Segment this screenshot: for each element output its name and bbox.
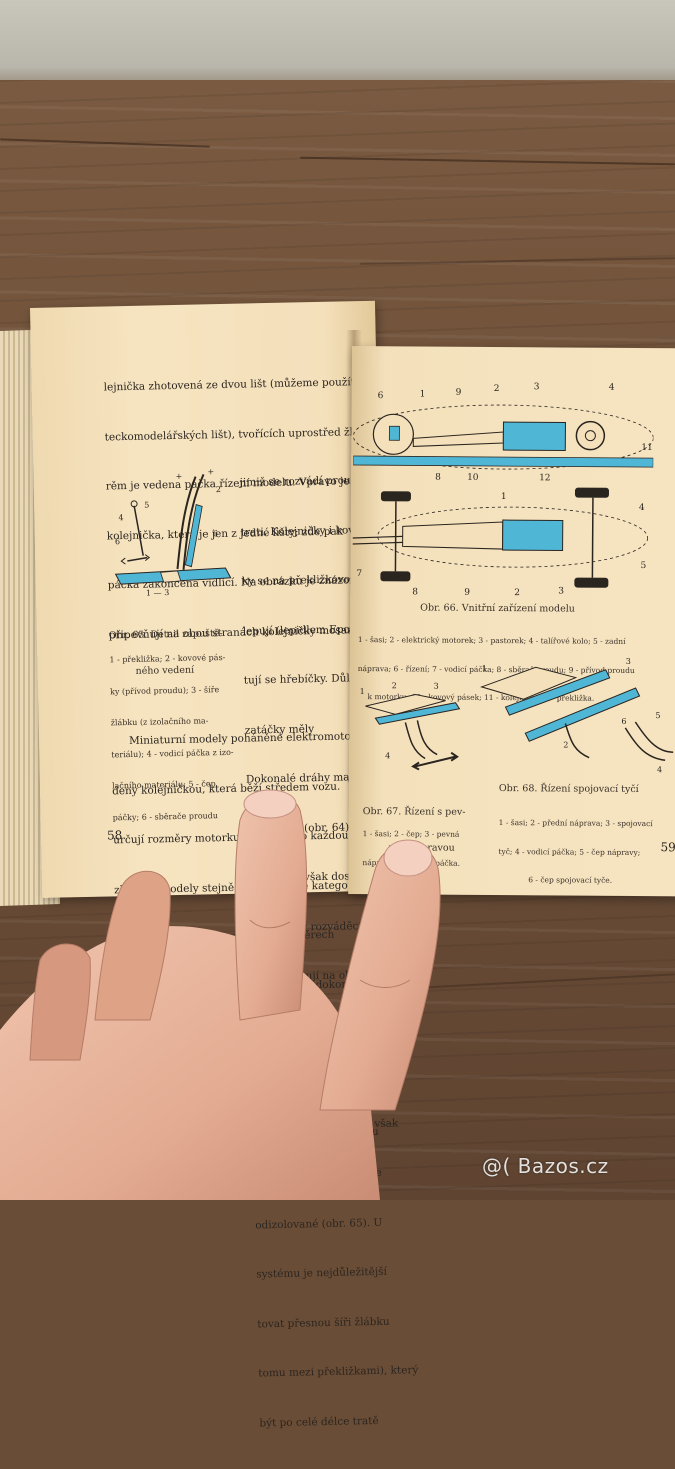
legend-line: 1 - šasi; 2 - elektrický motorek; 3 - pa… [358,635,635,646]
left-page: lejnička zhotovená ze dvou lišt (můžeme … [30,301,387,898]
svg-text:3: 3 [434,682,439,691]
text-line: modelu s naznačenou montáží motorku, pře… [119,1123,417,1146]
text-line: vodního automobilu a přesným provedením … [117,1024,415,1047]
svg-text:6: 6 [115,537,120,546]
wood-grain [420,973,675,988]
svg-text:4: 4 [609,383,615,393]
svg-text:11: 11 [641,443,653,453]
legend-line: náprava; 4 - vodicí páčka. [362,858,460,868]
right-page-number: 59 [660,840,675,854]
svg-text:7: 7 [356,569,362,579]
legend-line: 1 - šasi; 2 - přední náprava; 3 - spojov… [499,818,653,829]
svg-text:5: 5 [144,501,149,510]
legend-line: 1 - překližka; 2 - kovové pás- [109,653,231,666]
svg-text:+: + [175,472,182,481]
svg-text:4: 4 [385,751,390,760]
figure-65-diagram: 5 4 6 + + 2 6 1 — 3 [103,444,236,597]
figure-67-legend: 1 - šasi; 2 - čep; 3 - pevná náprava; 4 … [362,810,460,887]
legend-line: 6 - čep spojovací tyče. [498,875,652,886]
watermark: @( Bazos.cz [482,1154,609,1178]
text-line: tomu mezi překližkami), který [258,1362,428,1382]
svg-text:3: 3 [558,586,564,596]
text-line: systému je nejdůležitější [256,1263,426,1283]
svg-text:+: + [207,467,214,476]
legend-line: 1 - šasi; 2 - čep; 3 - pevná [363,829,461,839]
text-line: tovat přesnou šíři žlábku [257,1312,427,1332]
svg-text:2: 2 [216,485,221,494]
figure-68-legend: 1 - šasi; 2 - přední náprava; 3 - spojov… [498,799,653,905]
svg-text:5: 5 [640,561,646,571]
figure-66-caption: Obr. 66. Vnitřní zařízení modelu [420,602,575,614]
svg-text:4: 4 [657,765,662,774]
text-line: lejnička zhotovená ze dvou lišt (můžeme … [104,374,378,396]
svg-text:6: 6 [621,717,626,726]
text-line: odizolované (obr. 65). U [255,1213,425,1233]
wood-grain [300,157,675,166]
svg-text:1: 1 [420,389,426,399]
svg-text:1: 1 [360,687,365,696]
svg-text:1: 1 [482,664,487,673]
wood-grain [0,138,210,147]
left-page-number: 58 [107,828,123,842]
figure-68-diagram: 1 3 2 5 6 4 [475,647,675,778]
figure-68-caption: Obr. 68. Řízení spojovací tyčí [499,783,639,795]
svg-text:6: 6 [213,529,218,538]
right-page: 6 1 9 2 3 4 11 8 10 12 1 4 5 8 9 2 3 7 O… [348,346,675,896]
legend-line: tyč; 4 - vodicí páčka; 5 - čep nápravy; [498,847,652,858]
svg-text:3: 3 [626,657,631,666]
svg-text:5: 5 [655,711,660,720]
svg-text:8: 8 [412,587,418,597]
figure-66-diagram: 6 1 9 2 3 4 11 8 10 12 1 4 5 8 9 2 3 7 [352,376,654,598]
svg-text:2: 2 [563,740,568,749]
wood-grain [360,257,675,264]
svg-text:2: 2 [392,681,397,690]
text-line: být po celé délce tratě [259,1411,429,1431]
svg-text:4: 4 [639,503,645,513]
text-line: jeho vůz jel nejrychleji. Na obrázku je … [118,1074,416,1097]
svg-text:12: 12 [539,473,551,483]
legend-line: ky (přívod proudu); 3 - šíře [110,684,232,697]
svg-text:8: 8 [435,473,441,483]
svg-text:6: 6 [378,391,384,401]
svg-text:10: 10 [467,473,479,483]
svg-text:3: 3 [534,382,540,392]
svg-text:4: 4 [118,513,123,522]
svg-text:2: 2 [514,588,520,598]
figure-67-diagram: 2 3 1 4 [355,666,476,777]
svg-text:9: 9 [464,588,470,598]
svg-text:9: 9 [456,388,462,398]
svg-text:1: 1 [501,492,507,502]
text-line: však může i při předepsaných rozměrech [115,925,413,948]
text-line: předepsaného motorku zkonstruovat dokona… [116,975,414,998]
svg-text:2: 2 [494,384,500,394]
